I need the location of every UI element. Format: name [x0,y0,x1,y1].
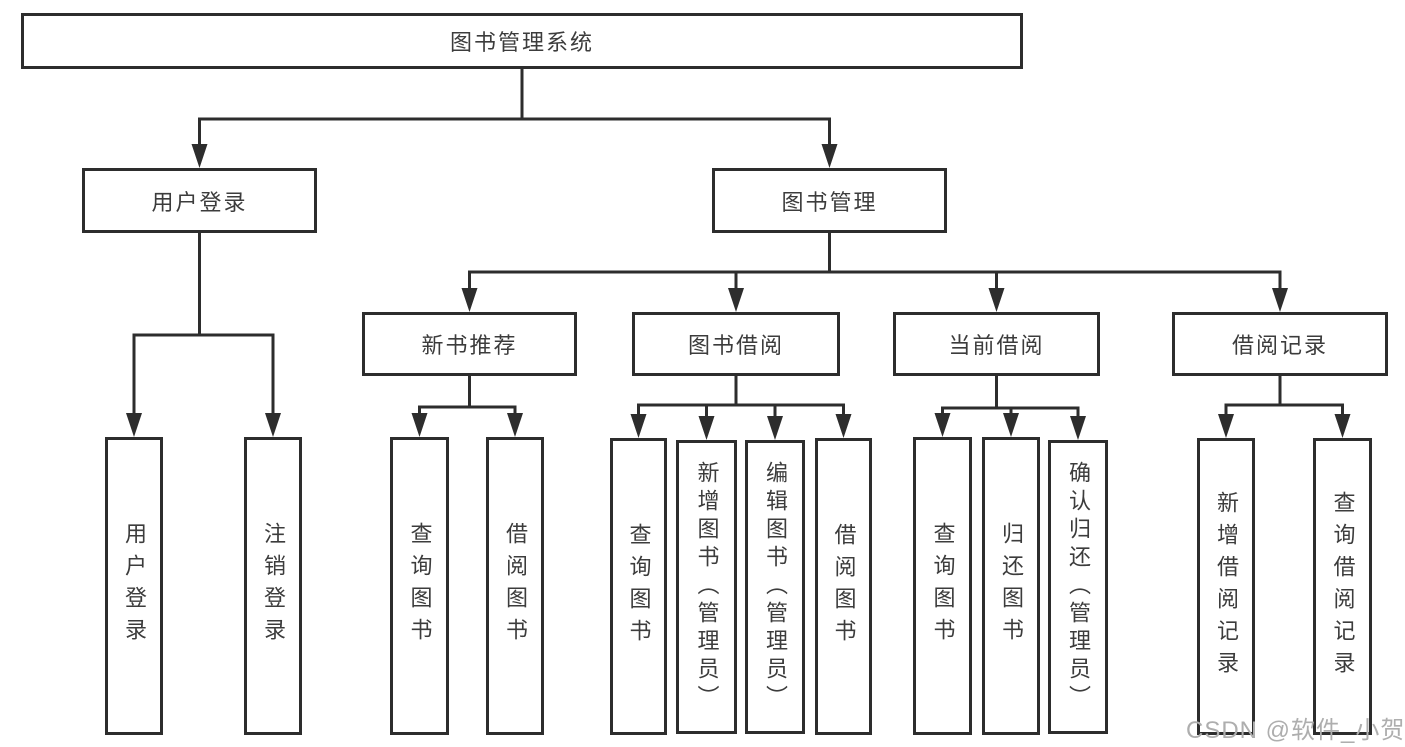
node-bb-borrow: 借阅图书 [815,438,872,735]
node-label-cb-query: 查询图书 [930,522,956,650]
node-label-book-mgmt: 图书管理 [781,189,878,215]
node-ul-login: 用户登录 [105,437,163,735]
node-label-user-login: 用户登录 [151,189,248,215]
arrowhead-icon [630,414,647,438]
node-cb-confirm: 确认归还（管理员） [1048,440,1108,734]
arrowhead-icon [1272,288,1288,312]
node-br-add: 新增借阅记录 [1197,438,1255,735]
arrowhead-icon [698,416,715,440]
arrowhead-icon [411,413,428,437]
node-nb-borrow: 借阅图书 [486,437,544,735]
node-label-nb-borrow: 借阅图书 [503,522,528,650]
node-label-bb-query: 查询图书 [626,522,652,651]
arrowhead-icon [461,288,478,312]
arrowhead-icon [728,288,744,312]
arrowhead-icon [835,414,852,438]
node-nb-query: 查询图书 [390,437,449,735]
arrowhead-icon [767,416,783,440]
node-cb-return: 归还图书 [982,437,1040,735]
node-cb-query: 查询图书 [913,437,972,735]
arrowhead-icon [507,413,523,437]
node-label-ul-login: 用户登录 [122,522,147,650]
arrowhead-icon [1334,414,1351,438]
node-current-borrow: 当前借阅 [893,312,1100,376]
arrowhead-icon [1003,413,1019,437]
arrowhead-icon [265,413,281,437]
node-label-nb-query: 查询图书 [407,522,433,650]
node-label-br-add: 新增借阅记录 [1214,490,1239,683]
node-label-br-query: 查询借阅记录 [1330,490,1356,683]
node-label-cb-return: 归还图书 [999,522,1024,650]
arrowhead-icon [126,413,142,437]
arrowhead-icon [934,413,951,437]
node-bb-query: 查询图书 [610,438,667,735]
node-label-book-borrow: 图书借阅 [687,333,784,358]
node-label-new-book-rec: 新书推荐 [421,333,518,358]
arrowhead-icon [1070,416,1086,440]
node-label-root: 图书管理系统 [449,30,594,55]
node-label-bb-borrow: 借阅图书 [831,522,857,651]
node-borrow-records: 借阅记录 [1172,312,1388,376]
node-bb-edit: 编辑图书（管理员） [745,440,805,734]
node-br-query: 查询借阅记录 [1313,438,1372,735]
node-user-login: 用户登录 [82,168,317,233]
node-book-mgmt: 图书管理 [712,168,947,233]
node-new-book-rec: 新书推荐 [362,312,577,376]
node-label-ul-logout: 注销登录 [261,522,286,650]
node-bb-add: 新增图书（管理员） [676,440,737,734]
arrowhead-icon [1218,414,1234,438]
node-label-cb-confirm: 确认归还（管理员） [1066,461,1091,713]
node-root: 图书管理系统 [21,13,1023,69]
node-label-current-borrow: 当前借阅 [948,333,1045,358]
arrowhead-icon [988,288,1005,312]
watermark: CSDN @软件_小贺同学 [1186,717,1405,744]
node-label-borrow-records: 借阅记录 [1231,333,1328,358]
arrowhead-icon [191,144,208,168]
node-label-bb-add: 新增图书（管理员） [694,461,720,713]
node-label-bb-edit: 编辑图书（管理员） [763,461,788,713]
arrowhead-icon [821,144,838,168]
node-book-borrow: 图书借阅 [632,312,840,376]
node-ul-logout: 注销登录 [244,437,302,735]
